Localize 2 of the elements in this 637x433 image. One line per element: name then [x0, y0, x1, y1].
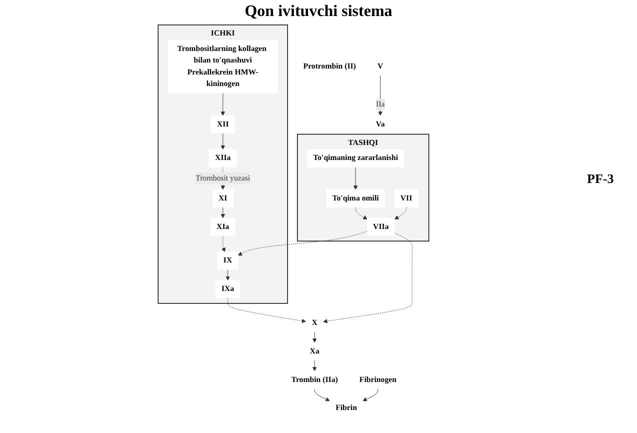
diagram-title: Qon ivituvchi sistema [244, 3, 392, 21]
note-label: PF-3 [587, 171, 615, 187]
